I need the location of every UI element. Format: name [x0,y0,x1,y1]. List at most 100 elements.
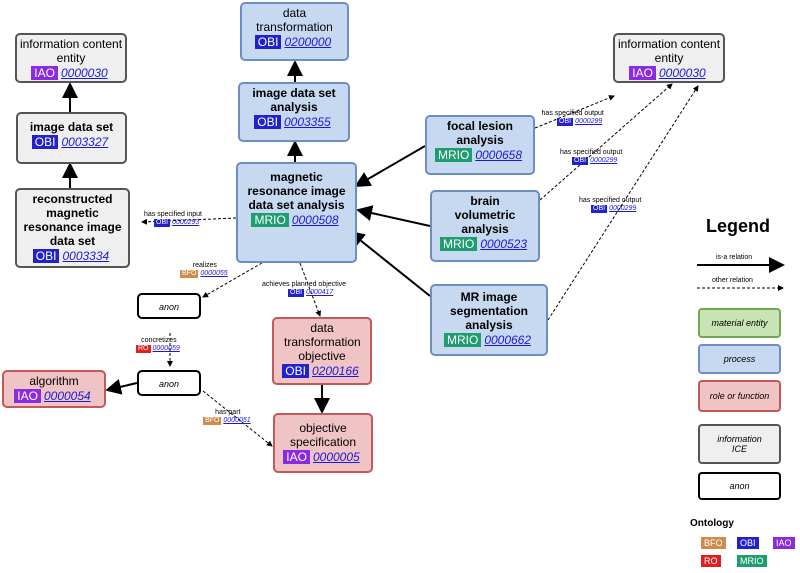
node-anon-realizes: anon [137,293,201,319]
isa-edge-brain-to-mri [356,205,431,227]
accession-link[interactable]: 0000054 [43,389,91,403]
accession-link[interactable]: 0000508 [291,213,339,227]
edge-output-brain [539,83,673,201]
isa-edge-focal-to-mri [354,145,426,188]
accession-link[interactable]: 0000299 [590,157,618,164]
prefix-badge: MRIO [443,333,482,347]
accession-link[interactable]: 0003355 [283,115,331,129]
node-label: anon [158,379,180,389]
accession-link[interactable]: 0200166 [311,364,359,378]
legend-title: Legend [706,216,771,236]
accession-link[interactable]: 0000005 [312,450,360,464]
node-label: anon [158,302,180,312]
prefix-badge: OBI [254,115,281,129]
legend-information-ice: information ICE [698,424,781,464]
prefix-badge: BFO [180,270,199,278]
relation-label: realizes [192,262,217,269]
accession-link[interactable]: 0000030 [60,66,108,80]
prefix-badge: OBI [32,249,60,263]
prefix-badge: MRIO [439,237,478,251]
accession-link[interactable]: 0200000 [284,35,332,49]
accession-link[interactable]: 0003327 [61,135,109,149]
node-label: data transformation [256,6,333,34]
ontology-title: Ontology [690,518,734,529]
legend-other-label: other relation [712,277,753,284]
accession-link[interactable]: 0000662 [484,333,532,347]
prefix-badge: OBI [288,289,305,297]
node-label: magnetic resonance image data set analys… [247,170,346,212]
edge-achieves [299,262,322,317]
prefix-badge: OBI [591,205,608,213]
prefix-badge: MRIO [251,213,289,227]
legend-label: anon [729,481,750,491]
ontology-obi-badge: OBI [737,537,759,549]
legend-label: process [723,354,756,364]
node-label: image data set [29,120,114,134]
legend-process: process [698,344,781,374]
isa-edge-anon-to-algorithm [105,379,138,395]
edge-realizes [202,262,263,298]
relation-label: has specified output [560,149,623,156]
legend-anon: anon [698,472,781,500]
node-label: information content entity [19,37,123,65]
legend-label: information ICE [717,434,762,454]
accession-link[interactable]: 0000299 [575,118,603,125]
accession-link[interactable]: 0000658 [475,148,523,162]
accession-link[interactable]: 0000051 [223,417,251,424]
accession-link[interactable]: 0000417 [306,289,334,296]
accession-link[interactable]: 0000293 [172,219,200,226]
legend-label: role or function [709,391,770,401]
legend-material-entity: material entity [698,308,781,338]
isa-edge-seg-to-mri [348,230,431,297]
node-label: objective specification [289,421,357,449]
node-label: image data set analysis [252,86,336,114]
relation-label: has specified output [541,110,604,117]
prefix-badge: IAO [14,389,41,403]
prefix-badge: MRIO [434,148,473,162]
edge-has-input [141,217,237,225]
prefix-badge: RO [136,345,151,353]
node-label: data transformation objective [284,321,361,363]
accession-link[interactable]: 0003334 [62,249,110,263]
accession-link[interactable]: 0000299 [609,205,637,212]
edge-output-focal [534,95,615,129]
accession-link[interactable]: 0000030 [658,66,706,80]
accession-link[interactable]: 0000523 [480,237,528,251]
node-label: focal lesion analysis [446,119,514,147]
prefix-badge: OBI [254,35,282,49]
accession-link[interactable]: 0000055 [200,270,228,277]
accession-link[interactable]: 0000059 [152,345,180,352]
node-reconstructed-mr-image-data-set: reconstructed magnetic resonance image d… [15,188,130,268]
node-label: algorithm [29,374,79,388]
node-label: information content entity [617,37,721,65]
